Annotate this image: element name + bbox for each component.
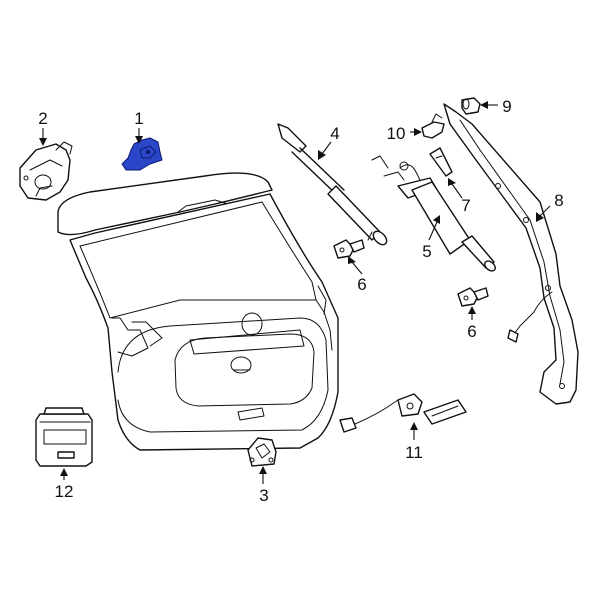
part-3-lower-striker [247,437,277,467]
callout-11: 11 [405,443,423,462]
part-6-ball-stud-upper [333,239,365,259]
leader-lines [39,101,551,484]
callout-4: 4 [330,124,339,143]
part-5-power-strut [371,155,496,272]
part-12-control-module [35,407,93,467]
part-11-opener-switch [339,393,467,433]
part-1-striker [121,137,163,171]
callout-labels: 1 2 3 4 5 6 6 7 8 9 10 11 12 [38,97,563,505]
callout-8: 8 [554,191,563,210]
callout-6-upper: 6 [357,275,366,294]
part-4-gas-strut [277,123,388,246]
callout-2: 2 [38,109,47,128]
callout-5: 5 [422,242,431,261]
callout-7: 7 [461,196,470,215]
liftgate-panel [57,172,339,451]
callout-12: 12 [55,482,74,501]
callout-1: 1 [134,109,143,128]
callout-10: 10 [387,124,406,143]
part-7-bracket [429,147,453,177]
part-9-bumper-stop [461,97,481,115]
callout-9: 9 [502,97,511,116]
part-8-side-trim [443,103,579,405]
callout-3: 3 [259,486,268,505]
callout-6-lower: 6 [467,322,476,341]
part-2-lock-actuator [19,141,73,201]
part-6-ball-stud-lower [457,287,489,307]
part-10-clip [421,113,445,139]
